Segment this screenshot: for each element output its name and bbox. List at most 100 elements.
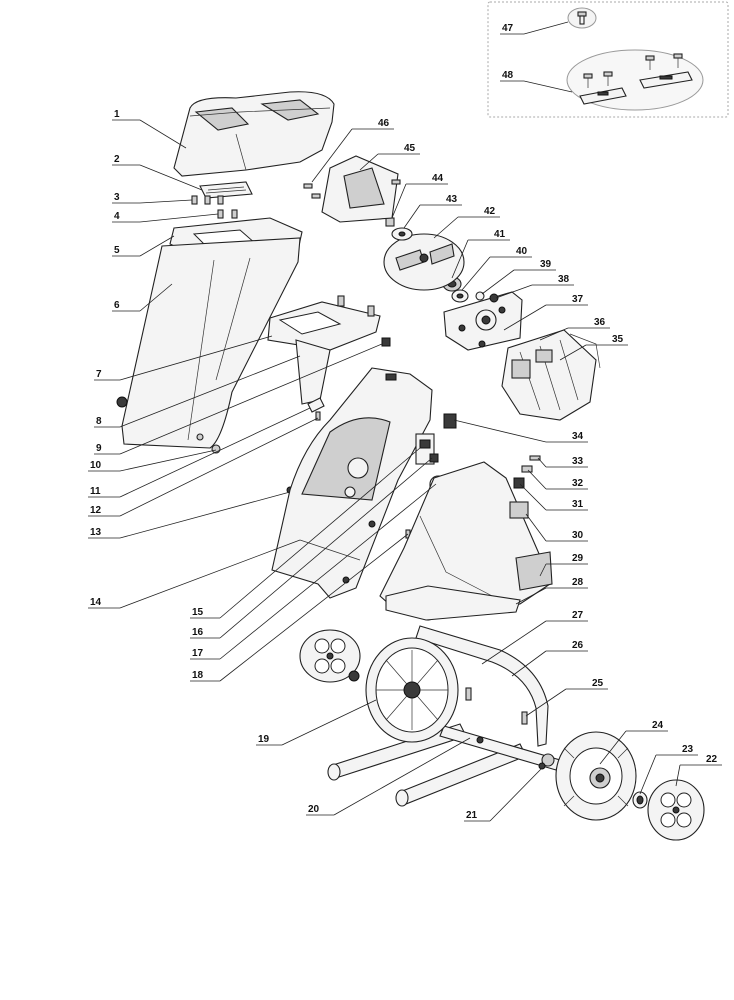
svg-text:13: 13 <box>90 527 102 538</box>
callout-20: 20 <box>306 737 471 816</box>
svg-text:35: 35 <box>612 334 624 345</box>
svg-text:40: 40 <box>516 246 528 257</box>
callout-31: 31 <box>519 483 588 511</box>
callout-1: 1 <box>112 109 187 149</box>
svg-text:8: 8 <box>96 416 102 427</box>
part-9-clip <box>381 337 391 347</box>
svg-text:45: 45 <box>404 143 416 154</box>
callout-15: 15 <box>190 447 421 619</box>
svg-text:18: 18 <box>192 670 204 681</box>
part-33-screw <box>529 455 541 461</box>
callout-3: 3 <box>112 192 193 204</box>
callout-27: 27 <box>481 610 588 665</box>
svg-text:30: 30 <box>572 530 584 541</box>
callout-35: 35 <box>559 334 628 361</box>
part-16-terminal <box>429 453 439 463</box>
svg-text:24: 24 <box>652 720 664 731</box>
part-21-nut <box>538 753 555 770</box>
callout-28: 28 <box>515 577 588 605</box>
part-19-hubcap-left <box>299 629 361 683</box>
svg-text:25: 25 <box>592 678 604 689</box>
part-11-bracket <box>307 397 325 413</box>
part-6-hopper-body <box>121 237 301 454</box>
part-7-inner-chute <box>267 295 381 405</box>
part-27-handle-tube <box>415 625 549 747</box>
part-28-base <box>385 585 521 621</box>
svg-text:23: 23 <box>682 744 694 755</box>
callout-13: 13 <box>88 491 291 539</box>
callout-24: 24 <box>599 720 668 765</box>
callout-4: 4 <box>112 211 219 223</box>
callout-7: 7 <box>94 335 273 381</box>
callout-44: 44 <box>391 173 448 219</box>
part-43-washer <box>391 227 413 241</box>
part-45-chute-bracket <box>321 155 399 223</box>
callout-21: 21 <box>464 767 543 822</box>
svg-text:32: 32 <box>572 478 584 489</box>
svg-text:44: 44 <box>432 173 444 184</box>
part-38-bearing <box>489 293 499 303</box>
svg-text:10: 10 <box>90 460 102 471</box>
callout-14: 14 <box>88 539 301 609</box>
svg-text:6: 6 <box>114 300 120 311</box>
callout-32: 32 <box>527 469 588 490</box>
callout-48: 48 <box>500 70 573 93</box>
part-23-washer <box>632 791 648 809</box>
svg-text:42: 42 <box>484 206 496 217</box>
svg-text:48: 48 <box>502 70 514 81</box>
part-47-screw <box>567 7 597 29</box>
svg-text:7: 7 <box>96 369 102 380</box>
part-46-screws <box>303 179 401 199</box>
part-24-wheel-right <box>555 731 637 821</box>
callout-43: 43 <box>403 194 462 229</box>
svg-text:43: 43 <box>446 194 458 205</box>
part-12-screw <box>315 411 321 421</box>
part-14-main-housing <box>271 367 433 599</box>
svg-text:39: 39 <box>540 259 552 270</box>
svg-text:17: 17 <box>192 648 204 659</box>
callout-46: 46 <box>311 118 394 183</box>
svg-text:46: 46 <box>378 118 390 129</box>
callout-41: 41 <box>451 229 510 279</box>
callout-25: 25 <box>525 678 608 717</box>
svg-text:31: 31 <box>572 499 584 510</box>
callout-39: 39 <box>481 259 556 295</box>
part-1-top-cover <box>173 91 335 177</box>
callout-30: 30 <box>525 513 588 542</box>
part-32-clip <box>521 465 533 473</box>
svg-text:26: 26 <box>572 640 584 651</box>
callout-18: 18 <box>190 533 409 682</box>
svg-text:41: 41 <box>494 229 506 240</box>
part-36-motor-mount <box>569 333 601 369</box>
part-42-blade-disc <box>383 233 465 291</box>
callout-5: 5 <box>112 235 175 257</box>
svg-text:15: 15 <box>192 607 204 618</box>
svg-text:3: 3 <box>114 192 120 203</box>
part-3-screws <box>191 195 224 205</box>
callout-42: 42 <box>433 206 500 239</box>
callout-22: 22 <box>675 754 722 787</box>
svg-text:22: 22 <box>706 754 718 765</box>
callout-26: 26 <box>511 640 588 677</box>
svg-text:9: 9 <box>96 443 102 454</box>
svg-text:47: 47 <box>502 23 514 34</box>
part-29-chassis <box>379 461 553 621</box>
callout-8: 8 <box>94 355 301 428</box>
svg-text:34: 34 <box>572 431 584 442</box>
svg-text:27: 27 <box>572 610 584 621</box>
callout-19: 19 <box>256 699 377 746</box>
svg-text:1: 1 <box>114 109 120 120</box>
part-19-wheel-left <box>365 637 459 743</box>
part-8-knob <box>116 396 128 408</box>
svg-text:11: 11 <box>90 486 101 497</box>
part-40-bushing <box>451 289 469 303</box>
inset-frame <box>487 1 729 118</box>
callout-12: 12 <box>88 417 319 517</box>
part-19-spacer <box>348 670 360 682</box>
svg-text:12: 12 <box>90 505 102 516</box>
callout-40: 40 <box>461 246 532 291</box>
part-44-bolt <box>385 217 395 227</box>
part-22-hubcap-right <box>647 779 705 841</box>
svg-text:19: 19 <box>258 734 270 745</box>
